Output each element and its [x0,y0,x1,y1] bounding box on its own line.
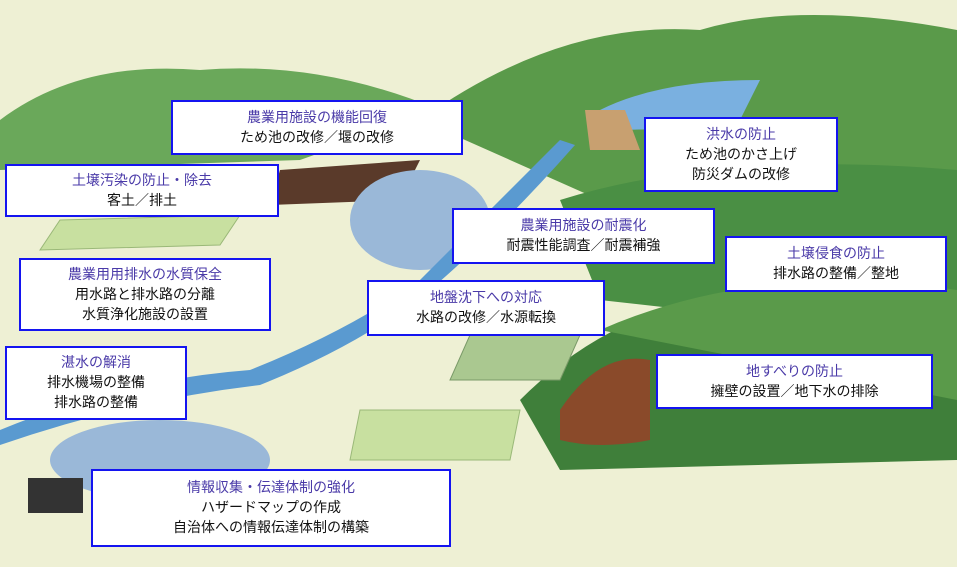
landslide [560,358,650,445]
dam [585,110,640,150]
label-title: 農業用施設の機能回復 [247,109,387,126]
label-inundation: 湛水の解消 排水機場の整備 排水路の整備 [5,346,187,420]
rice-paddies-2 [449,334,581,381]
label-line: 防災ダムの改修 [692,166,790,183]
label-line: 客土／排土 [107,192,177,209]
label-title: 情報収集・伝達体制の強化 [187,480,355,496]
label-information: 情報収集・伝達体制の強化 ハザードマップの作成 自治体への情報伝達体制の構築 [91,469,451,547]
label-line: 排水機場の整備 [47,375,145,391]
label-line: 水質浄化施設の設置 [82,306,208,323]
label-line: 自治体への情報伝達体制の構築 [173,520,369,536]
label-line: ため池のかさ上げ [685,146,797,163]
label-subsidence: 地盤沈下への対応 水路の改修／水源転換 [367,280,605,336]
label-title: 湛水の解消 [61,355,131,371]
label-line: 水路の改修／水源転換 [416,310,556,326]
label-line: ため池の改修／堰の改修 [240,129,394,146]
label-line: ハザードマップの作成 [201,500,341,516]
label-line: 排水路の整備 [54,395,138,411]
label-line: 排水路の整備／整地 [773,266,899,282]
rice-paddies [349,409,521,461]
label-soil-erosion: 土壌侵食の防止 排水路の整備／整地 [725,236,947,292]
label-line: 擁壁の設置／地下水の排除 [710,383,879,400]
label-title: 土壌汚染の防止・除去 [72,172,212,189]
label-soil-contamination: 土壌汚染の防止・除去 客土／排土 [5,164,279,217]
label-seismic: 農業用施設の耐震化 耐震性能調査／耐震補強 [452,208,715,264]
label-facility-function-recovery: 農業用施設の機能回復 ため池の改修／堰の改修 [171,100,463,155]
label-title: 農業用用排水の水質保全 [68,266,222,283]
label-line: 耐震性能調査／耐震補強 [506,238,661,254]
label-line: 用水路と排水路の分離 [75,286,215,303]
fields-light [39,214,241,251]
label-title: 洪水の防止 [706,126,776,143]
label-title: 地盤沈下への対応 [430,290,542,306]
label-title: 地すべりの防止 [745,363,844,380]
label-title: 土壌侵食の防止 [787,246,885,262]
label-water-quality: 農業用用排水の水質保全 用水路と排水路の分離 水質浄化施設の設置 [19,258,271,331]
label-landslide: 地すべりの防止 擁壁の設置／地下水の排除 [656,354,933,409]
pumping-station [28,478,83,513]
label-title: 農業用施設の耐震化 [520,218,647,234]
label-flood-prevention: 洪水の防止 ため池のかさ上げ 防災ダムの改修 [644,117,838,192]
